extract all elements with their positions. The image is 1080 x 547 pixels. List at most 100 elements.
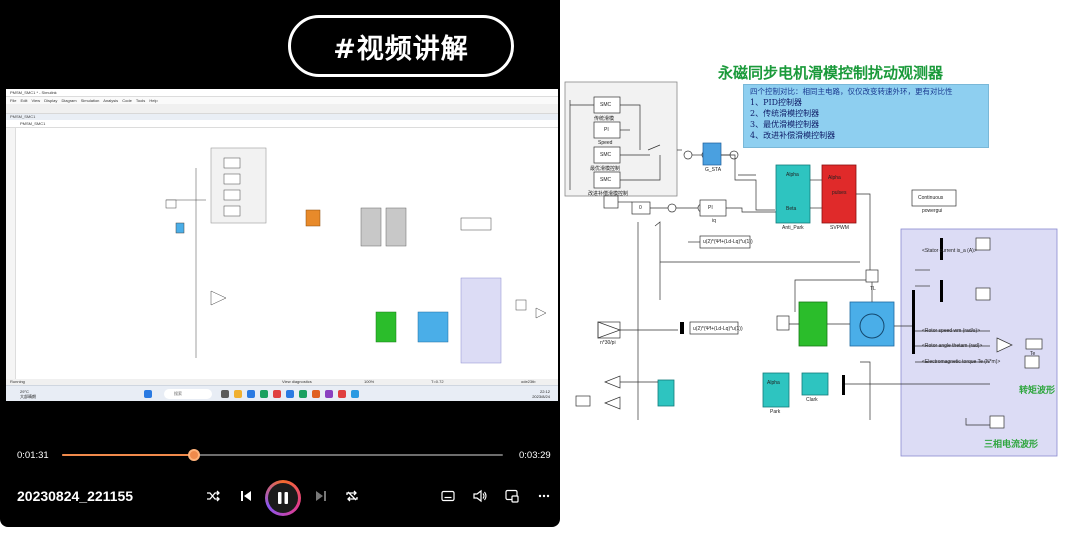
taskview-icon	[221, 390, 229, 398]
window-status: Running View diagnostics 100% T=0.72 ode…	[6, 379, 558, 385]
park-label: Park	[770, 409, 781, 415]
mini-diagram	[165, 147, 547, 364]
controller-group-box	[564, 81, 678, 197]
repeat-icon[interactable]	[342, 486, 362, 506]
powergui-block	[911, 189, 957, 207]
clock-date: 2023/8/24	[532, 394, 550, 399]
torque-wave-label: 转矩波形	[1019, 386, 1056, 396]
pi-block-2	[699, 199, 727, 217]
g-sta-block	[702, 142, 722, 166]
time-current: 0:01:31	[17, 450, 49, 461]
tl-label: TL	[870, 286, 876, 292]
alpha-label: Alpha	[786, 172, 799, 178]
volume-icon[interactable]	[470, 486, 490, 506]
rotor-speed-label: <Rotor speed wm (rad/s)>	[922, 328, 981, 334]
pi-label: PI	[708, 205, 713, 211]
svpwm-block	[821, 164, 857, 224]
start-icon	[144, 390, 152, 398]
smc-label: SMC	[600, 152, 612, 158]
window-title: PMSM_SMC1 * - Simulink	[6, 89, 558, 97]
note-box: 四个控制对比：相同主电路，仅仅改变转速外环，更有对比性 1、PID控制器 2、传…	[743, 84, 989, 148]
note-item: 4、改进补偿滑模控制器	[750, 131, 836, 140]
app-icon	[338, 390, 346, 398]
filter-block	[657, 379, 675, 407]
note-item: 3、最优滑模控制器	[750, 120, 820, 129]
video-badge: #视频讲解	[288, 15, 514, 77]
status-running: Running	[10, 379, 25, 384]
window-left-palette	[6, 128, 16, 379]
smc-caption: 最优滑模控制	[590, 166, 621, 172]
te-label: Te	[1030, 351, 1036, 357]
scope-iq	[575, 395, 591, 407]
video-player[interactable]: #视频讲解 PMSM_SMC1 * - Simulink File Edit V…	[0, 0, 560, 527]
pause-button[interactable]	[265, 480, 301, 516]
anti-park-label: Anti_Park	[782, 225, 804, 231]
rotor-angle-label: <Rotor angle thetam (rad)>	[922, 343, 983, 349]
subtitles-icon[interactable]	[438, 486, 458, 506]
time-total: 0:03:29	[519, 450, 551, 461]
more-icon[interactable]	[534, 486, 554, 506]
smc-label: SMC	[600, 177, 612, 183]
window-tab: PMSM_SMC1	[6, 114, 558, 120]
window-toolbar	[6, 104, 558, 114]
clark-label: Clark	[806, 397, 818, 403]
seek-bar[interactable]	[62, 454, 503, 456]
zero-label: 0	[639, 205, 642, 211]
app-icon	[325, 390, 333, 398]
file-name: 20230824_221155	[17, 488, 134, 504]
window-address: PMSM_SMC1	[6, 120, 558, 128]
clock-time: 22:12	[539, 389, 550, 394]
continuous-label: Continuous	[918, 195, 944, 201]
park-block	[762, 372, 790, 408]
fcn-label: u(2)*(Ψf+(Ld-Lq)*u(1))	[703, 239, 753, 245]
taskbar-search: 搜索	[164, 389, 212, 399]
pulses-label: pulses	[832, 190, 847, 196]
current-wave-label: 三相电流波形	[984, 440, 1039, 450]
diagram-wiring	[564, 81, 1058, 457]
video-frame[interactable]: PMSM_SMC1 * - Simulink File Edit View Di…	[6, 89, 558, 401]
note-title: 四个控制对比：相同主电路，仅仅改变转速外环，更有对比性	[750, 87, 953, 96]
next-icon[interactable]	[311, 486, 331, 506]
dc-source-block	[776, 315, 790, 331]
diagram-title: 永磁同步电机滑模控制扰动观测器	[718, 64, 944, 82]
scope-torque	[1024, 355, 1040, 369]
weather-widget: 29°C 大部晴朗	[20, 389, 36, 399]
pause-icon	[268, 483, 298, 513]
status-time: T=0.72	[431, 379, 444, 384]
matlab-icon	[312, 390, 320, 398]
excel-icon	[299, 390, 307, 398]
load-torque-block	[865, 269, 879, 283]
pi-label: PI	[604, 127, 609, 133]
windows-taskbar: 29°C 大部晴朗 搜索 22:12 2023/8/24	[6, 385, 558, 401]
window-canvas	[16, 128, 558, 379]
word-icon	[286, 390, 294, 398]
scope-three-phase	[989, 415, 1005, 429]
window-menu: File Edit View Display Diagram Simulatio…	[6, 97, 558, 104]
smc-caption: 改进补偿滑模控制	[588, 191, 629, 197]
g-sta-label: G_STA	[705, 167, 722, 173]
previous-icon[interactable]	[236, 486, 256, 506]
simulink-diagram: 永磁同步电机滑模控制扰动观测器 四个控制对比：相同主电路，仅仅改变转速外环，更有…	[560, 0, 1080, 547]
seek-thumb[interactable]	[188, 449, 201, 461]
powergui-label: powergui	[922, 208, 943, 214]
smc-label: SMC	[600, 102, 612, 108]
seek-bar-fill	[62, 454, 195, 456]
status-zoom: 100%	[364, 379, 375, 384]
speed-caption: Speed	[598, 140, 613, 146]
beta-label: Beta	[786, 206, 797, 212]
shuffle-icon[interactable]	[203, 486, 223, 506]
alpha-label: Alpha	[828, 175, 841, 181]
mini-player-icon[interactable]	[502, 486, 522, 506]
smc-caption: 传统滑模	[594, 116, 615, 122]
explorer-icon	[234, 390, 242, 398]
weather-temp: 29°C	[20, 389, 29, 394]
app-icon	[351, 390, 359, 398]
edge-icon	[247, 390, 255, 398]
anti-park-block	[775, 164, 811, 224]
gain-te	[996, 337, 1013, 353]
scope-current	[975, 237, 991, 251]
note-item: 2、传统滑模控制器	[750, 109, 820, 118]
status-solver: ode23tb	[521, 379, 536, 384]
status-diagnostics: View diagnostics	[282, 379, 312, 384]
